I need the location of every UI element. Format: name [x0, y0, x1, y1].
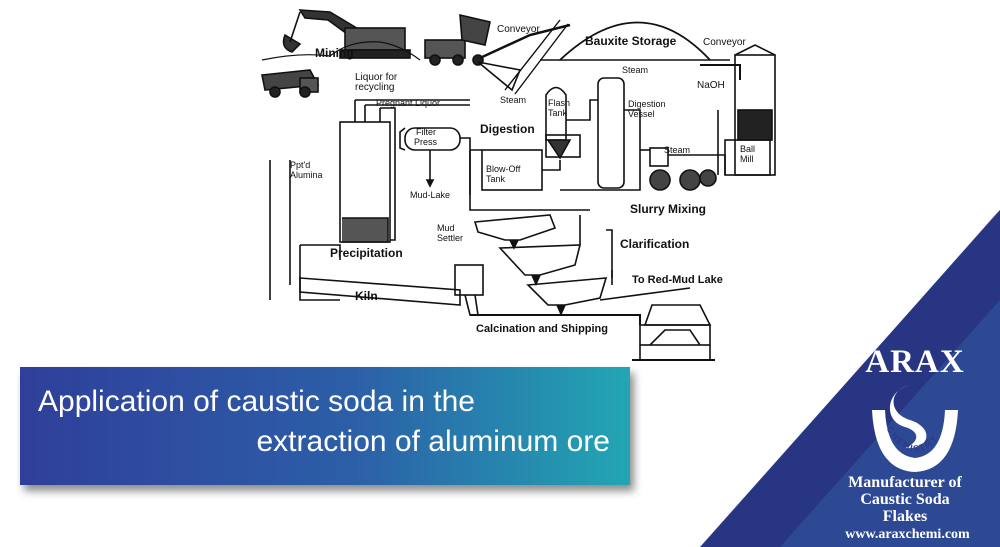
- shipping-hopper: [632, 304, 715, 361]
- label-pptd-alumina: Ppt'd Alumina: [290, 160, 323, 180]
- label-liquor-line2: recycling: [355, 82, 394, 93]
- label-liquor-line1: Liquor for: [355, 72, 398, 83]
- label-conveyor-left: Conveyor: [497, 24, 540, 35]
- title-line-2: extraction of aluminum ore: [256, 425, 611, 458]
- flash-tank: [545, 86, 567, 141]
- label-steam-left: Steam: [500, 95, 526, 105]
- dump-truck-icon: [261, 69, 320, 98]
- kiln: [299, 264, 484, 316]
- label-pa-line1: Ppt'd: [290, 160, 310, 170]
- label-pa-line2: Alumina: [290, 170, 323, 180]
- clarifier-1: [498, 244, 582, 286]
- label-bauxite-storage: Bauxite Storage: [585, 34, 677, 48]
- title-line-1: Application of caustic soda in the: [38, 385, 475, 418]
- label-bm-line1: Ball: [740, 144, 755, 154]
- brand-tagline-2: Caustic Soda: [860, 491, 950, 508]
- label-flash-line1: Flash: [548, 98, 570, 108]
- logo-s-swirl: [889, 385, 927, 449]
- label-digestion-vessel: Digestion Vessel: [628, 99, 668, 119]
- label-calcination-shipping: Calcination and Shipping: [476, 323, 608, 335]
- label-precipitation: Precipitation: [330, 246, 403, 260]
- label-steam-top: Steam: [622, 65, 648, 75]
- label-bm-line2: Mill: [740, 154, 754, 164]
- label-filter-press: Filter Press: [414, 127, 439, 147]
- label-ms-line2: Settler: [437, 233, 463, 243]
- label-dv-line1: Digestion: [628, 99, 666, 109]
- label-pregnant-liquor: Pregnant Liquor: [376, 98, 440, 108]
- brand-url[interactable]: www.araxchemi.com: [845, 527, 970, 542]
- label-digestion: Digestion: [480, 122, 535, 136]
- logo-ring: [872, 410, 958, 472]
- label-ball-mill: Ball Mill: [740, 144, 758, 164]
- brand-name: ARAX: [865, 344, 965, 380]
- label-liquor-recycling: Liquor for recycling: [355, 72, 400, 93]
- title-text: Application of caustic soda in the extra…: [30, 382, 620, 462]
- label-bot-line1: Blow-Off: [486, 164, 521, 174]
- slurry-pumps: [649, 147, 726, 191]
- digestion-vessel: [597, 77, 625, 189]
- label-bot-line2: Tank: [486, 174, 506, 184]
- label-blow-off-tank: Blow-Off Tank: [486, 164, 523, 184]
- label-ms-line1: Mud: [437, 223, 455, 233]
- brand-tagline: Manufacturer of Caustic Soda Flakes: [815, 474, 995, 525]
- label-mud-lake: Mud-Lake: [410, 190, 450, 200]
- label-mining: Mining: [315, 46, 354, 60]
- filter-press: [399, 127, 461, 188]
- bauxite-storage-dome: [559, 21, 711, 61]
- label-clarification: Clarification: [620, 237, 689, 251]
- label-dv-line2: Vessel: [628, 109, 655, 119]
- label-flash-line2: Tank: [548, 108, 568, 118]
- brand-tagline-1: Manufacturer of: [848, 474, 962, 491]
- label-fp-line1: Filter: [416, 127, 436, 137]
- diagram-drawing: [261, 9, 776, 361]
- label-slurry-mixing: Slurry Mixing: [630, 202, 706, 216]
- label-kiln: Kiln: [355, 289, 378, 303]
- label-conveyor-right: Conveyor: [703, 37, 746, 48]
- label-steam-mid: Steam: [664, 145, 690, 155]
- brand-tagline-3: Flakes: [882, 508, 928, 525]
- label-naoh: NaOH: [697, 80, 725, 91]
- conveyor-left: [479, 23, 571, 60]
- label-to-red-mud-lake: To Red-Mud Lake: [632, 274, 723, 286]
- diagram-labels: Mining Conveyor Bauxite Storage Conveyor…: [290, 24, 758, 335]
- label-fp-line2: Press: [414, 137, 438, 147]
- mining-ground: [261, 41, 421, 61]
- label-flash-tank: Flash Tank: [548, 98, 573, 118]
- label-mud-settler: Mud Settler: [437, 223, 463, 243]
- conveyor-incline: [504, 19, 569, 95]
- conveyor-right: [700, 64, 741, 80]
- clarifier-2: [526, 277, 608, 316]
- title-banner: [20, 367, 630, 485]
- mud-settler: [473, 214, 557, 250]
